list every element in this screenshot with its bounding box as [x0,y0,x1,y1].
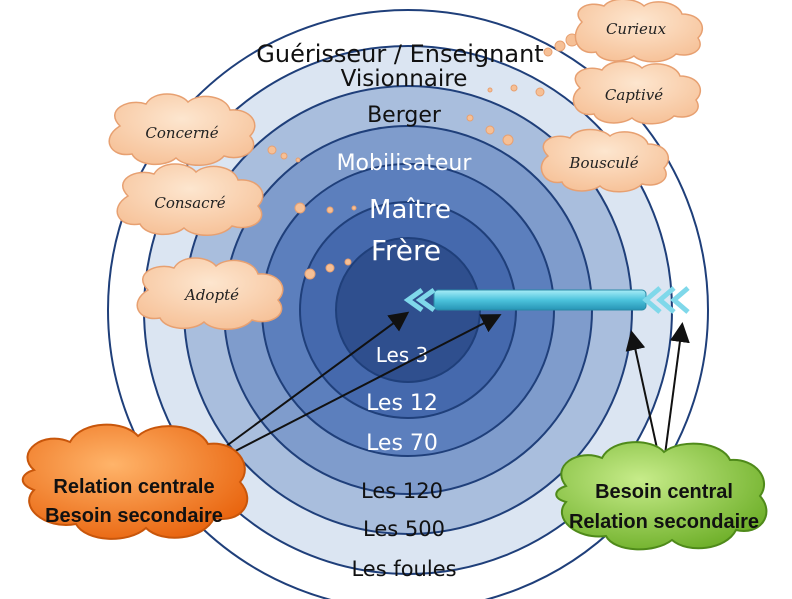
ring-label-les-120: Les 120 [361,479,443,503]
arrow-bar [403,286,690,314]
callout-besoin-central: Besoin central Relation secondaire [555,441,768,551]
callout-left-line2: Besoin secondaire [45,505,223,527]
cloud-captive: Captivé [572,60,701,125]
cloud-label-curieux: Curieux [606,20,667,38]
cloud-label-captive: Captivé [605,86,663,104]
cloud-consacre: Consacré [116,163,264,236]
cloud-concerne: Concerné [108,93,256,166]
callout-relation-centrale: Relation centrale Besoin secondaire [21,423,249,540]
cloud-label-concerne: Concerné [145,124,218,142]
ring-label-les-500: Les 500 [363,517,445,541]
ring-label-les-3: Les 3 [376,343,429,367]
ring-label-visionnaire: Visionnaire [341,66,468,92]
cloud-label-adopte: Adopté [183,286,239,304]
callout-left-line1: Relation centrale [53,476,214,498]
callout-right-line2: Relation secondaire [569,511,759,533]
callout-arrows [209,311,690,463]
bubble-dots [267,33,579,280]
ring-label-les-70: Les 70 [366,431,438,456]
ring-label-frere: Frère [371,234,441,267]
callout-right-line1: Besoin central [595,481,733,503]
ring-label-mobilisateur: Mobilisateur [337,151,473,176]
cloud-label-consacre: Consacré [154,194,225,212]
ring-label-les-foules: Les foules [351,557,456,581]
cloud-label-bouscule: Bousculé [568,154,638,172]
cloud-curieux: Curieux [574,0,703,63]
cloud-adopte: Adopté [136,257,284,330]
ring-label-guerisseur: Guérisseur / Enseignant [256,40,543,68]
ring-label-maitre: Maître [369,195,451,225]
ring-label-berger: Berger [367,103,442,128]
ring-label-les-12: Les 12 [366,391,438,416]
cloud-bouscule: Bousculé [540,128,669,193]
